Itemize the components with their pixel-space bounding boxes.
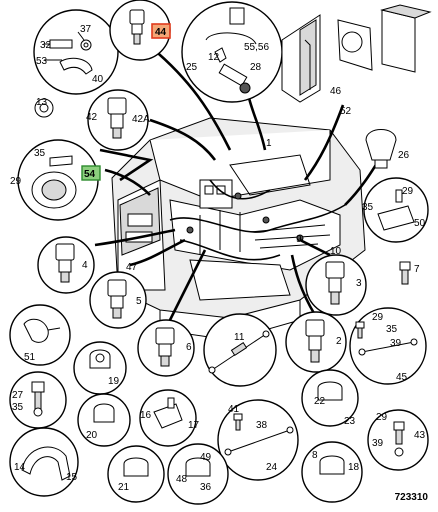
callout-labels: 44 37 32 53 40 55,56 12 25 28 46 52 13 4… [10, 24, 426, 493]
callout-41: 41 [228, 404, 240, 415]
callout-35c: 35 [386, 324, 398, 335]
detail-pressure-switch-44 [109, 0, 171, 61]
callout-48: 48 [176, 474, 188, 485]
callout-16: 16 [140, 410, 152, 421]
detail-clip-48 [167, 443, 229, 505]
callout-15: 15 [66, 472, 78, 483]
callout-32: 32 [40, 40, 52, 51]
callout-35a: 35 [34, 148, 46, 159]
callout-29d: 29 [376, 412, 388, 423]
callout-12: 12 [208, 52, 220, 63]
callout-54-highlight [81, 165, 101, 181]
detail-strap-15 [9, 427, 79, 497]
callout-45: 45 [396, 372, 408, 383]
detail-clip-19 [73, 341, 127, 395]
callout-20: 20 [86, 430, 98, 441]
callout-24: 24 [266, 462, 278, 473]
callout-39a: 39 [390, 338, 402, 349]
detail-clip-21 [107, 445, 165, 503]
callout-50: 50 [414, 218, 426, 229]
callout-39b: 39 [372, 438, 384, 449]
callout-42: 42 [86, 112, 98, 123]
detail-bracket-17 [139, 389, 197, 447]
callout-35b: 35 [362, 202, 374, 213]
callout-44-highlight [151, 23, 171, 39]
callout-9: 9 [296, 234, 302, 245]
detail-clip-18 [301, 441, 363, 503]
callout-13: 13 [36, 97, 48, 108]
diagram-reference-number: 723310 [394, 492, 428, 503]
callout-40: 40 [92, 74, 104, 85]
callout-44: 44 [155, 27, 167, 38]
callout-51: 51 [24, 352, 36, 363]
detail-sensor-42 [87, 89, 149, 151]
callout-14: 14 [14, 462, 26, 473]
detail-wire-11 [203, 313, 277, 387]
callout-37: 37 [80, 24, 92, 35]
detail-sender-6 [137, 319, 195, 377]
callout-1: 1 [266, 138, 272, 149]
detail-bolt-7 [399, 261, 411, 285]
detail-bolt-43 [367, 409, 429, 471]
callout-23: 23 [344, 416, 356, 427]
callout-11: 11 [234, 332, 245, 343]
callout-38: 38 [256, 420, 268, 431]
callout-35d: 35 [12, 402, 24, 413]
detail-wire-45 [349, 307, 427, 385]
callout-4: 4 [82, 260, 88, 271]
callout-21: 21 [118, 482, 130, 493]
leader-lines [94, 47, 387, 321]
callout-19: 19 [108, 376, 120, 387]
detail-bracket-bolt [33, 9, 119, 95]
detail-clamp-51 [9, 304, 71, 366]
detail-sender-2 [285, 311, 347, 373]
callout-6: 6 [186, 342, 192, 353]
callout-2: 2 [336, 336, 342, 347]
detail-cap-26 [365, 129, 397, 169]
callout-46: 46 [330, 86, 342, 97]
detail-sender-5 [89, 271, 147, 329]
detail-sender-4 [37, 236, 95, 294]
callout-29a: 29 [10, 176, 22, 187]
callout-49: 49 [200, 452, 212, 463]
callout-43: 43 [414, 430, 426, 441]
callout-8: 8 [312, 450, 318, 461]
callout-47: 47 [126, 262, 138, 273]
detail-control-unit [281, 4, 432, 103]
detail-wire-24 [217, 399, 299, 481]
callout-25: 25 [186, 62, 198, 73]
detail-relay-bracket [181, 1, 283, 103]
detail-clip-22 [301, 369, 359, 427]
callout-36: 36 [200, 482, 212, 493]
detail-grommet-13 [34, 98, 54, 118]
callout-3: 3 [356, 278, 362, 289]
callout-10: 10 [330, 246, 342, 257]
detail-bolt-27 [9, 371, 67, 429]
detail-sender-3 [305, 254, 367, 316]
callout-54: 54 [84, 169, 96, 180]
callout-18: 18 [348, 462, 360, 473]
callout-42a: 42A [132, 114, 150, 125]
callout-52: 52 [340, 106, 352, 117]
detail-horn-54 [17, 139, 101, 221]
detail-plate-50 [363, 177, 429, 243]
callout-55-56: 55,56 [244, 42, 269, 53]
callout-17: 17 [188, 420, 200, 431]
callout-26: 26 [398, 150, 410, 161]
callout-27: 27 [12, 390, 24, 401]
callout-5: 5 [136, 296, 142, 307]
detail-clip-20 [77, 393, 131, 447]
callout-29b: 29 [402, 186, 414, 197]
callout-28: 28 [250, 62, 262, 73]
callout-29c: 29 [372, 312, 384, 323]
callout-53: 53 [36, 56, 48, 67]
callout-22: 22 [314, 396, 326, 407]
callout-7: 7 [414, 264, 420, 275]
